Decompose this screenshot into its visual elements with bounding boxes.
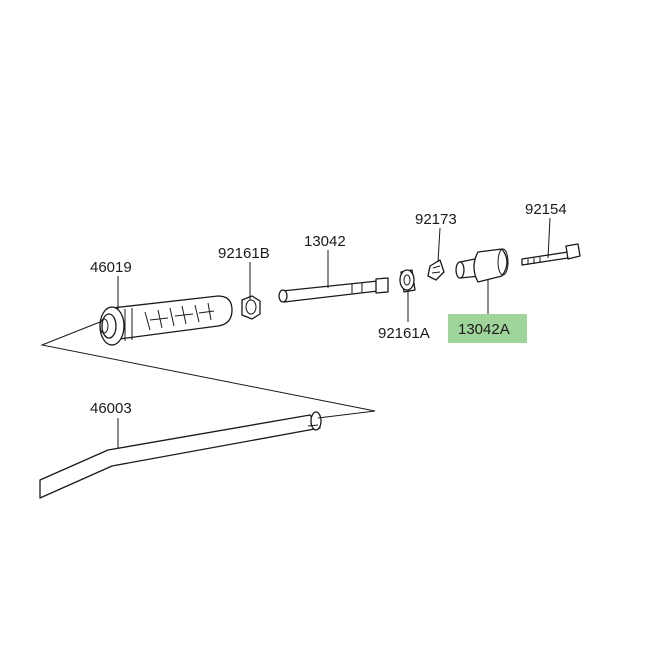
label-92161B: 92161B	[218, 245, 270, 262]
label-13042A: 13042A	[458, 321, 510, 338]
handlebar-46003	[39, 411, 322, 499]
leader-lines	[117, 217, 551, 448]
label-92161A: 92161A	[378, 325, 430, 342]
bolt-92154	[521, 243, 581, 266]
label-46019: 46019	[90, 259, 132, 276]
assembly-guide-lines	[40, 321, 376, 419]
grip-46019	[99, 295, 233, 346]
label-92173: 92173	[415, 211, 457, 228]
label-46003: 46003	[90, 400, 132, 417]
label-13042: 13042	[304, 233, 346, 250]
label-92154: 92154	[525, 201, 567, 218]
shaft-13042	[278, 277, 389, 303]
weight-13042A	[455, 248, 509, 283]
nut-92161B	[241, 295, 261, 320]
highlight-box	[448, 314, 527, 343]
clip-92173	[427, 259, 445, 281]
collar-92161A	[399, 269, 416, 293]
